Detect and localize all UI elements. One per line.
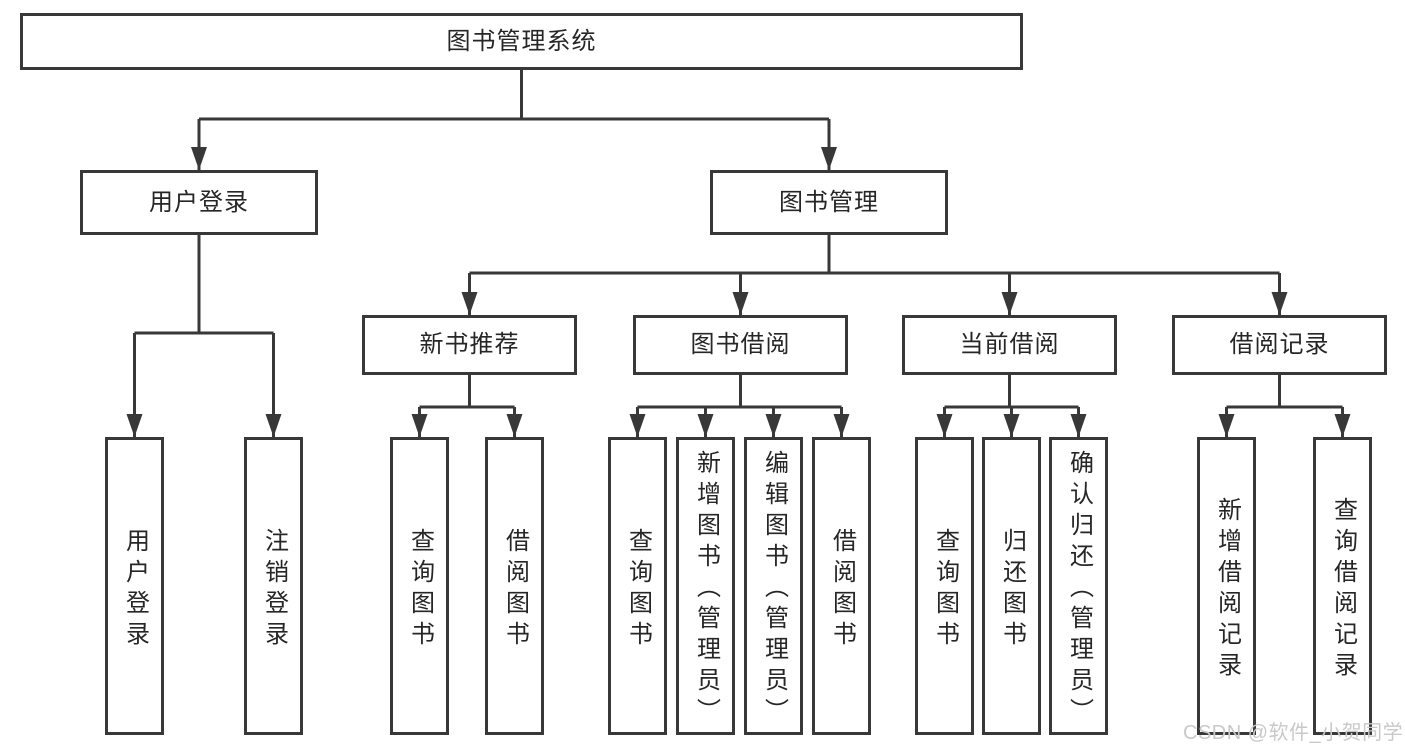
node-leaf-add-borrow-record: 新增借阅记录	[1197, 437, 1256, 735]
node-leaf-add-books-admin: 新增图书（管理员）	[676, 437, 735, 735]
node-label: 用户登录	[121, 527, 149, 652]
node-label: 编辑图书（管理员）	[760, 450, 788, 729]
node-user-login: 用户登录	[80, 170, 318, 235]
node-leaf-query-books-current: 查询图书	[915, 437, 974, 735]
node-label: 归还图书	[998, 527, 1026, 652]
node-leaf-query-books-recommend: 查询图书	[390, 437, 449, 735]
node-label: 查询借阅记录	[1329, 496, 1357, 683]
node-label: 当前借阅	[959, 331, 1060, 358]
node-label: 借阅图书	[501, 527, 529, 652]
node-leaf-confirm-return-admin: 确认归还（管理员）	[1049, 437, 1108, 735]
node-label: 新增图书（管理员）	[692, 450, 720, 729]
node-new-book-recommendation: 新书推荐	[362, 315, 577, 375]
node-label: 查询图书	[406, 527, 434, 652]
node-leaf-return-books: 归还图书	[982, 437, 1041, 735]
node-label: 新书推荐	[419, 331, 520, 358]
node-leaf-query-books-borrow: 查询图书	[608, 437, 667, 735]
node-leaf-edit-books-admin: 编辑图书（管理员）	[744, 437, 803, 735]
node-label: 图书管理系统	[446, 27, 597, 55]
node-label: 查询图书	[931, 527, 959, 652]
node-label: 图书管理	[779, 188, 879, 216]
node-leaf-borrow-books-recommend: 借阅图书	[485, 437, 544, 735]
node-label: 借阅图书	[828, 527, 856, 652]
csdn-watermark: CSDN @软件_小贺同学	[1183, 722, 1404, 744]
node-label: 图书借阅	[690, 331, 791, 358]
node-library-management-system: 图书管理系统	[20, 13, 1023, 70]
node-label: 确认归还（管理员）	[1065, 450, 1093, 729]
node-leaf-query-borrow-record: 查询借阅记录	[1313, 437, 1372, 735]
node-label: 注销登录	[260, 527, 288, 652]
node-borrowing-records: 借阅记录	[1172, 315, 1387, 375]
node-current-borrowing: 当前借阅	[902, 315, 1117, 375]
node-label: 新增借阅记录	[1213, 496, 1241, 683]
node-book-borrowing: 图书借阅	[633, 315, 848, 375]
node-label: 借阅记录	[1229, 331, 1330, 358]
node-book-management: 图书管理	[710, 170, 948, 235]
node-label: 查询图书	[624, 527, 652, 652]
node-leaf-user-login: 用户登录	[105, 437, 164, 735]
node-leaf-logout: 注销登录	[244, 437, 303, 735]
node-label: 用户登录	[149, 188, 249, 216]
node-leaf-borrow-books: 借阅图书	[812, 437, 871, 735]
